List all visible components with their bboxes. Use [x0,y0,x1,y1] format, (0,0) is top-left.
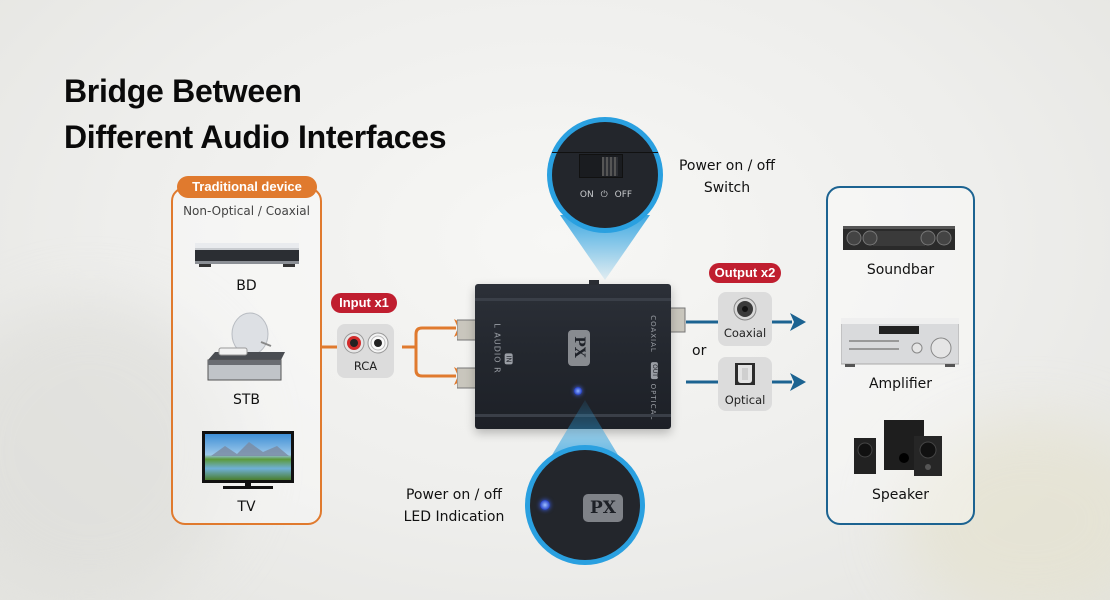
coaxial-out-label: COAXIAL [649,315,657,353]
rca-jack-icon [343,332,389,354]
set-top-box-icon [207,312,285,381]
output-count-badge: Output x2 [709,263,781,283]
audio-converter-device: PX IN L AUDIO R COAXIAL OUT OPTICAL [475,280,671,429]
optical-out-label: OPTICAL [649,383,657,421]
rca-input-connectors [457,319,478,389]
coaxial-output-connector [669,307,686,333]
optical-jack-icon [735,363,755,385]
or-label: or [692,343,707,359]
px-logo: PX [568,330,590,366]
switch-labels: ON ⏻ OFF [579,190,633,200]
optical-port-box: Optical [718,357,772,411]
speaker-icon [854,420,942,476]
arrow-head [790,373,806,391]
switch-nub [589,280,599,285]
switch-seam [552,152,658,153]
device-label-stb: STB [232,392,261,408]
switch-callout-content: ON ⏻ OFF [548,140,662,220]
rca-port-box: RCA [337,324,394,378]
power-icon: ⏻ [600,190,608,200]
soundbar-icon [843,226,955,250]
optical-label: Optical [724,393,766,407]
device-label-bd: BD [236,278,257,294]
coaxial-port-box: Coaxial [718,292,772,346]
coaxial-jack-icon [733,297,757,321]
in-badge: IN [504,353,513,365]
switch-callout-text: Power on / off Switch [678,158,776,196]
non-optical-subtitle: Non-Optical / Coaxial [183,204,310,218]
device-label-soundbar: Soundbar [866,262,935,278]
page-title: Bridge Between Different Audio Interface… [64,68,446,160]
bluray-player-icon [195,243,299,267]
px-logo-zoom: PX [583,494,623,522]
led-indicator-zoom [540,500,550,510]
device-label-speaker: Speaker [872,487,929,503]
background-blur [0,300,240,600]
title-line-2: Different Audio Interfaces [64,119,447,155]
rca-label: RCA [353,359,378,373]
power-led [574,387,582,395]
coaxial-label: Coaxial [723,326,767,340]
title-line-1: Bridge Between [64,73,302,109]
led-callout-text: Power on / off LED Indication [403,487,505,525]
device-label-amplifier: Amplifier [868,376,933,392]
amplifier-icon [841,318,959,367]
audio-lr-label: L AUDIO R [492,323,502,374]
tv-icon [202,431,294,489]
input-count-badge: Input x1 [331,293,397,313]
device-label-tv: TV [237,499,256,515]
slide-switch[interactable] [579,154,623,178]
arrow-head [790,313,806,331]
output-connector-lines [686,313,806,391]
traditional-device-badge: Traditional device [177,176,317,198]
